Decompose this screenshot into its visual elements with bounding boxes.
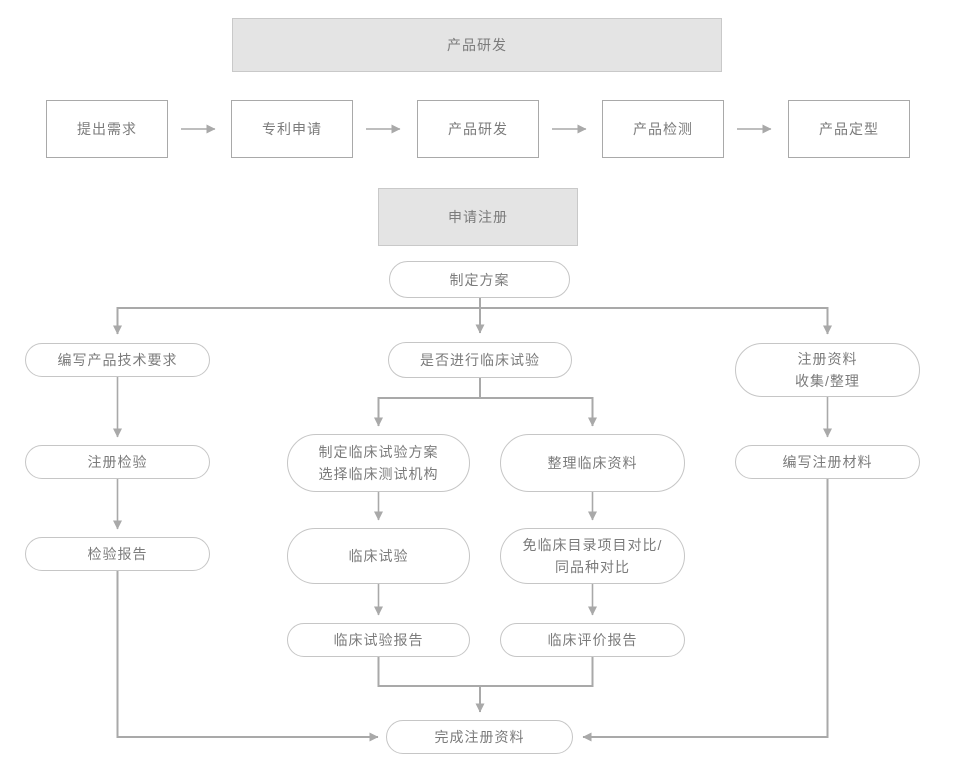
node-registration-data-collection: 注册资料 收集/整理 xyxy=(735,343,920,397)
node-complete-registration-data: 完成注册资料 xyxy=(386,720,573,754)
node-make-plan: 制定方案 xyxy=(389,261,570,298)
registration-data-line2: 收集/整理 xyxy=(795,373,860,389)
node-exempt-catalog-comparison: 免临床目录项目对比/ 同品种对比 xyxy=(500,528,685,584)
route-materials-complete xyxy=(582,479,829,742)
node-clinical-trial-decision: 是否进行临床试验 xyxy=(388,342,572,378)
step-patent-application: 专利申请 xyxy=(231,100,353,158)
node-clinical-evaluation-report: 临床评价报告 xyxy=(500,623,685,657)
phase2-header: 申请注册 xyxy=(378,188,578,246)
node-clinical-trial: 临床试验 xyxy=(287,528,470,584)
node-organize-clinical-data: 整理临床资料 xyxy=(500,434,685,492)
node-registration-inspection: 注册检验 xyxy=(25,445,210,479)
node-write-tech-requirements: 编写产品技术要求 xyxy=(25,343,210,377)
node-clinical-trial-report: 临床试验报告 xyxy=(287,623,470,657)
node-inspection-report: 检验报告 xyxy=(25,537,210,571)
step-propose-requirements: 提出需求 xyxy=(46,100,168,158)
step-product-finalization: 产品定型 xyxy=(788,100,910,158)
node-write-registration-materials: 编写注册材料 xyxy=(735,445,920,479)
exempt-comparison-line2: 同品种对比 xyxy=(555,559,630,575)
step-product-development: 产品研发 xyxy=(417,100,539,158)
phase1-header: 产品研发 xyxy=(232,18,722,72)
node-clinical-trial-plan: 制定临床试验方案 选择临床测试机构 xyxy=(287,434,470,492)
route-report-complete xyxy=(116,571,379,742)
clinical-trial-plan-line2: 选择临床测试机构 xyxy=(318,466,439,482)
clinical-trial-plan-line1: 制定临床试验方案 xyxy=(318,444,439,460)
exempt-comparison-line1: 免临床目录项目对比/ xyxy=(522,537,663,553)
registration-data-line1: 注册资料 xyxy=(797,351,858,367)
step-product-testing: 产品检测 xyxy=(602,100,724,158)
